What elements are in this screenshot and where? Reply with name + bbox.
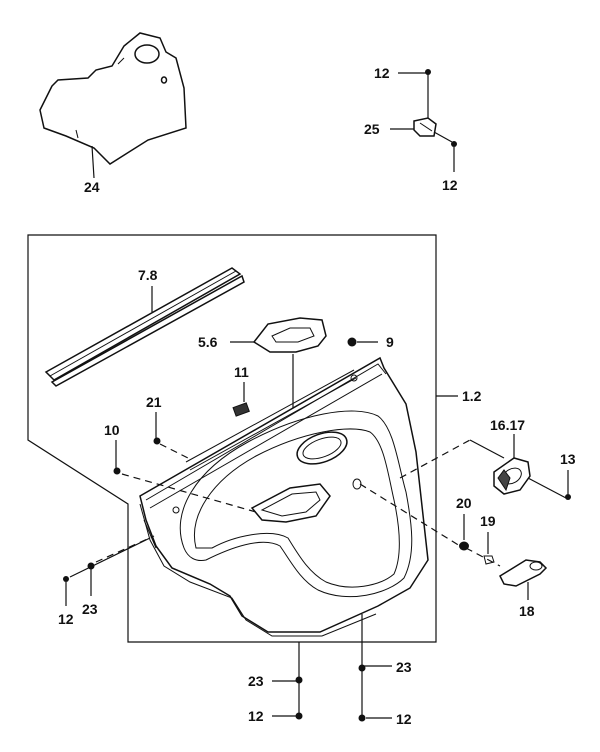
label-16-17: 16.17 <box>490 417 525 433</box>
label-23-left: 23 <box>82 601 98 617</box>
label-7-8: 7.8 <box>138 267 158 283</box>
label-10: 10 <box>104 422 120 438</box>
bracket-with-screws <box>390 69 457 172</box>
label-23-bottom-right: 23 <box>396 659 412 675</box>
bottom-left-fasteners <box>272 642 303 720</box>
label-19: 19 <box>480 513 496 529</box>
label-12-top-right: 12 <box>442 177 458 193</box>
label-9: 9 <box>386 334 394 350</box>
assembly-group-frame <box>27 234 437 643</box>
label-12-left: 12 <box>58 611 74 627</box>
label-13: 13 <box>560 451 576 467</box>
screw-21 <box>153 412 193 461</box>
clip <box>232 382 250 417</box>
label-12-bottom-left: 12 <box>248 708 264 724</box>
label-1-2: 1.2 <box>462 388 482 404</box>
plug <box>347 337 378 347</box>
door-trim-panel <box>139 356 429 637</box>
belt-weatherstrip <box>44 267 245 387</box>
label-23-bottom-left: 23 <box>248 673 264 689</box>
label-20: 20 <box>456 495 472 511</box>
bottom-right-fasteners <box>358 614 392 722</box>
label-12-top: 12 <box>374 65 390 81</box>
inside-handle-assembly <box>399 434 571 500</box>
label-5-6: 5.6 <box>198 334 218 350</box>
left-fasteners <box>63 535 155 606</box>
screw-10 <box>113 440 257 513</box>
label-24: 24 <box>84 179 100 195</box>
water-shield-sheet <box>39 32 187 179</box>
label-21: 21 <box>146 394 162 410</box>
label-11: 11 <box>234 364 249 380</box>
label-12-bottom-right: 12 <box>396 711 412 727</box>
label-25: 25 <box>364 121 380 137</box>
handle-escutcheon-parts <box>359 483 548 600</box>
label-18: 18 <box>519 603 535 619</box>
